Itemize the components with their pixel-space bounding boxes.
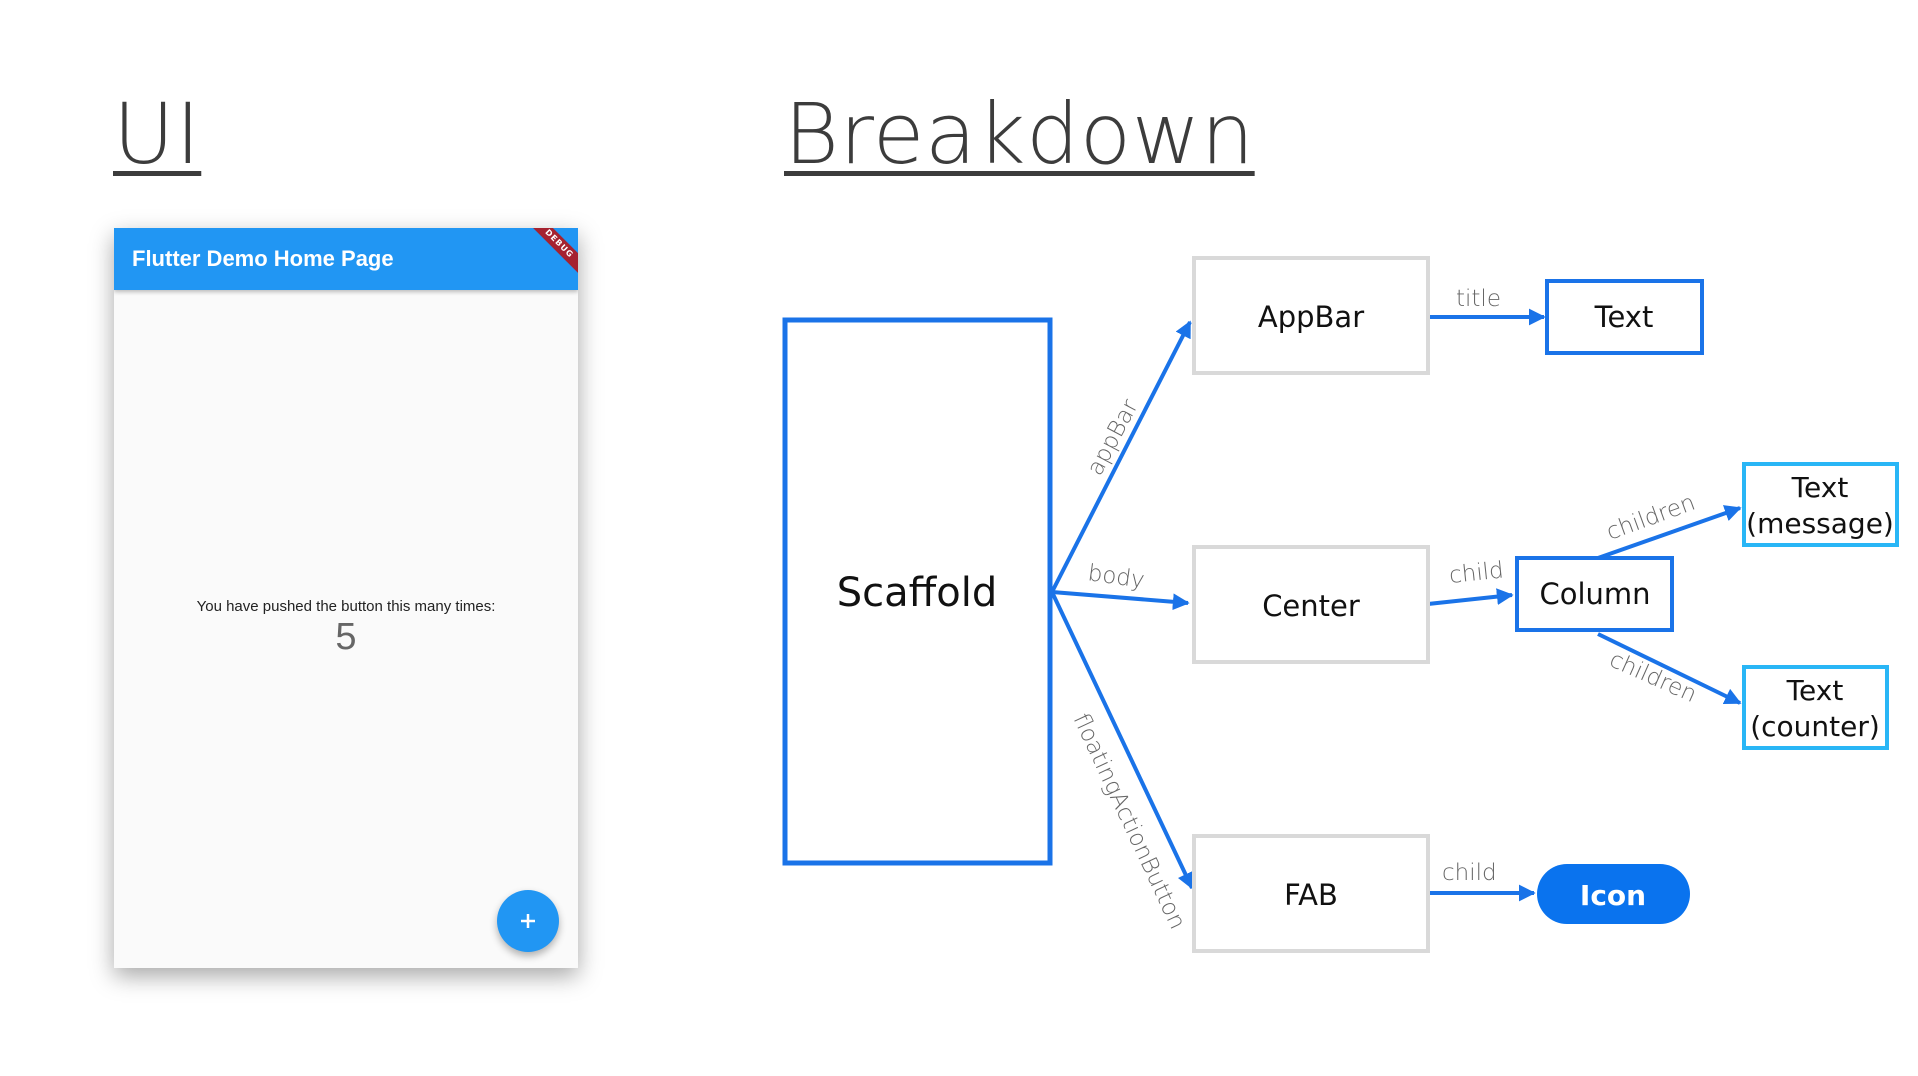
node-text-counter-line2: (counter) (1750, 710, 1880, 743)
edge-label-body: body (1086, 560, 1146, 594)
node-column: Column (1515, 556, 1674, 632)
node-text-message-line1: Text (1791, 471, 1849, 504)
breakdown-heading: Breakdown (784, 85, 1255, 183)
app-bar-title: Flutter Demo Home Page (132, 246, 394, 271)
plus-icon (521, 914, 535, 928)
counter-message: You have pushed the button this many tim… (196, 598, 496, 615)
edge-center-child (1427, 588, 1514, 606)
node-scaffold: Scaffold (782, 317, 1053, 866)
node-appbar: AppBar (1192, 256, 1430, 375)
edge-label-fab-child: child (1442, 860, 1497, 886)
node-icon-label: Icon (1580, 879, 1646, 912)
node-fab-label: FAB (1284, 878, 1338, 912)
edge-label-appbar: appBar (1082, 395, 1144, 480)
node-appbar-text: Text (1545, 279, 1704, 355)
edge-children-counter (1597, 632, 1742, 705)
edge-label-floating-action-button: floatingActionButton (1068, 710, 1191, 934)
edge-fab (1050, 591, 1194, 890)
edge-children-message (1597, 505, 1742, 560)
node-text-message: Text (message) (1742, 462, 1899, 547)
counter-value: 5 (335, 616, 357, 658)
ui-heading: UI (113, 85, 202, 183)
edge-label-title: title (1456, 286, 1501, 312)
node-text-counter: Text (counter) (1742, 665, 1889, 750)
node-appbar-text-label: Text (1594, 300, 1654, 334)
node-center-label: Center (1262, 589, 1360, 623)
edge-body (1051, 590, 1190, 611)
node-scaffold-label: Scaffold (837, 570, 997, 616)
edge-label-children-counter: children (1606, 647, 1701, 708)
node-icon: Icon (1537, 864, 1690, 924)
edge-appbar (1050, 320, 1192, 593)
app-bar: Flutter Demo Home Page (114, 228, 578, 290)
node-appbar-label: AppBar (1258, 300, 1364, 334)
node-text-message-line2: (message) (1746, 507, 1894, 540)
node-text-counter-line1: Text (1786, 674, 1844, 707)
edge-label-center-child: child (1448, 557, 1505, 589)
increment-fab-button[interactable] (497, 890, 559, 952)
node-column-label: Column (1539, 577, 1650, 611)
phone-mockup: Flutter Demo Home Page DEBUG You have pu… (114, 228, 578, 968)
node-center: Center (1192, 545, 1430, 664)
node-fab: FAB (1192, 834, 1430, 953)
